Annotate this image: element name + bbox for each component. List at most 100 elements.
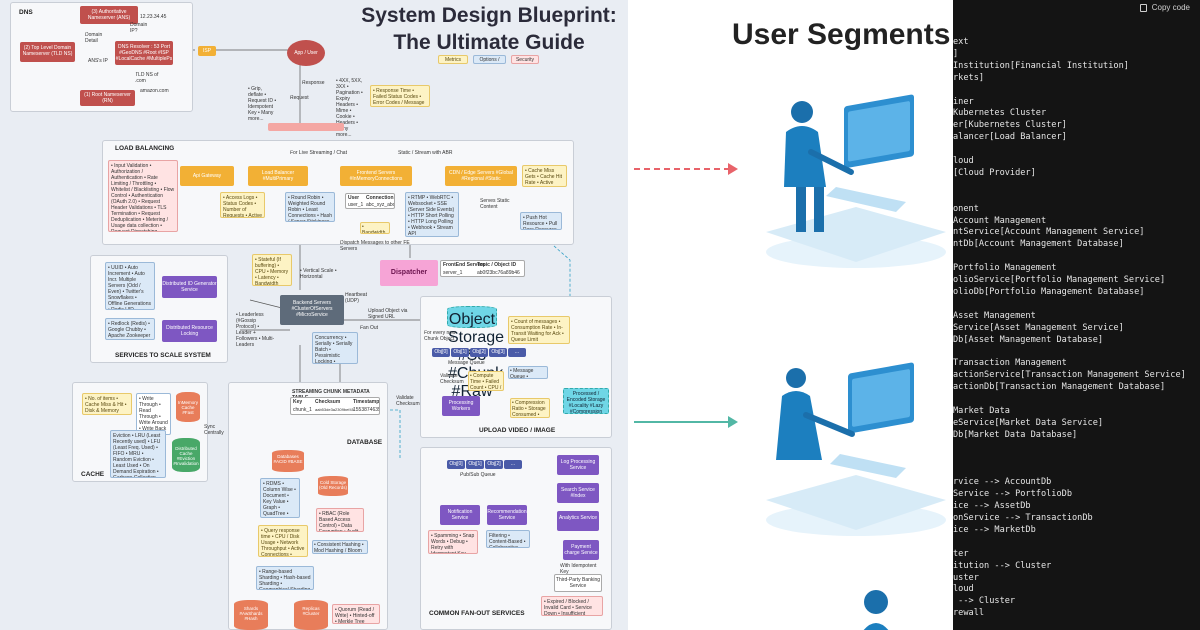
user-at-desk-illustration-2: [766, 362, 946, 536]
request-label: Request: [290, 95, 309, 101]
heartbeat-label: Heartbeat (UDP): [345, 292, 367, 304]
dispatch-label: Dispatch Messages to other FE Servers: [340, 240, 410, 252]
concurrency-list: Concurrency • Serially • Serially Batch …: [312, 332, 358, 364]
load-balancer-box: Load Balancer #MultiPrimary: [248, 166, 308, 186]
domain-ip-label: Domain IP?: [130, 22, 148, 34]
scale-services-label: SERVICES TO SCALE SYSTEM: [115, 352, 211, 359]
gateway-security-list: • Input Validation • Authorization / Aut…: [108, 160, 178, 232]
distributed-cache-db: Distributed Cache #Eviction #Invalidatio…: [172, 438, 200, 472]
dispatch-header-servers: FrontEnd Servers: [443, 262, 485, 268]
chunk-metadata-table: Key Checksum Timestamp chunk_1 aab53de3a…: [290, 397, 380, 415]
chunk-col-checksum: Checksum: [315, 399, 341, 405]
processing-stats: • Compression Ratio • Storage Consumed •…: [510, 398, 550, 418]
upload-label: UPLOAD VIDEO / IMAGE: [479, 427, 556, 434]
user-at-desk-illustration-1: [766, 94, 946, 268]
log-processing-box: Log Processing Service: [557, 455, 599, 475]
search-service-box: Search Service #Index: [557, 483, 599, 503]
upload-url-label: Upload Object via Signed URL: [368, 308, 408, 320]
dashed-arrow: [634, 168, 730, 170]
resource-lock-box: Distributed Resource Locking: [162, 320, 217, 342]
copy-code-button[interactable]: Copy code: [1139, 3, 1190, 12]
live-label: For Live Streaming / Chat: [290, 150, 347, 156]
chunk-cell-key: chunk_1: [293, 407, 312, 413]
main-database: Databases #ACID #BASE: [272, 450, 304, 472]
code-panel: Copy code ext]Institution[Financial Inst…: [953, 0, 1200, 630]
ip-label: 12.23.34.45: [140, 14, 167, 20]
code-line: alancer[Load Balancer]: [953, 132, 1067, 143]
every-chunk-label: For every new Chunk Object: [424, 330, 456, 342]
validate-label: Validate Checksum: [440, 373, 464, 385]
code-line: loud: [953, 156, 974, 166]
processing-workers-box: Processing Workers: [442, 396, 480, 416]
cache-label: CACHE: [81, 471, 105, 478]
root-ns-box: (1) Root Nameserver (RN): [80, 90, 135, 106]
legend-metrics: Metrics: [438, 55, 468, 64]
request-bar: [268, 123, 344, 131]
code-line: uster: [953, 572, 979, 583]
api-gateway-box: Api Gateway: [180, 166, 234, 186]
load-balancing-label: LOAD BALANCING: [115, 145, 175, 152]
code-line: [Cloud Provider]: [953, 167, 1036, 178]
scale-types: • Vertical Scale • Horizontal: [300, 268, 337, 280]
dispatch-table: FrontEnd Servers Topic / Object ID serve…: [440, 260, 525, 277]
conn-header-connection: Connection: [366, 195, 394, 201]
code-line: Account Management: [953, 215, 1047, 226]
code-line: actionService[Transaction Management Ser…: [953, 370, 1186, 381]
legend-options: Options / Algo: [473, 55, 506, 64]
code-line: Service[Asset Management Service]: [953, 322, 1124, 333]
recommendation-features: Filtering • Content-Based • Collaborativ…: [486, 530, 530, 548]
queue-cell: ...: [508, 348, 526, 357]
quorum-list: • Quorum (Read / Write) • Hinted-off • M…: [332, 604, 380, 624]
code-line: actionDb[Transaction Management Database…: [953, 382, 1166, 393]
database-label: DATABASE: [347, 439, 383, 446]
queue-cell: Obj[2]: [470, 348, 488, 357]
recommendation-service-box: Recommendation Service: [487, 505, 527, 525]
code-line: itution --> Cluster: [953, 560, 1052, 571]
pubsub-cell: Obj[2]: [485, 460, 503, 469]
dns-label: DNS: [19, 9, 33, 16]
database-section: DATABASE: [228, 382, 388, 630]
code-line: Service --> PortfolioDb: [953, 489, 1072, 500]
analytics-service-box: Analytics Service: [557, 511, 599, 531]
code-line: ice --> MarketDb: [953, 524, 1036, 535]
blueprint-title: System Design Blueprint: The Ultimate Gu…: [358, 2, 620, 56]
shards-db: Shards #AwShards #Hash: [234, 600, 268, 630]
chunk-col-timestamp: Timestamp: [353, 399, 380, 405]
code-line: Institution[Financial Institution]: [953, 60, 1129, 71]
code-line: iner: [953, 96, 974, 107]
pubsub-cell: Obj[1]: [466, 460, 484, 469]
cdn-box: CDN / Edge Servers #Global #Regional #St…: [445, 166, 517, 186]
code-line: rewall: [953, 608, 985, 619]
object-storage-db: Object Storage #S3 #Chunk #Raw: [447, 306, 504, 400]
code-line: eService[Market Data Service]: [953, 417, 1104, 428]
db-security-list: • RBAC (Role Based Access Control) • Dat…: [316, 508, 364, 532]
title-line-2: The Ultimate Guide: [393, 31, 585, 54]
dispatcher-box: Dispatcher: [380, 260, 438, 286]
code-line: Market Data: [953, 405, 1010, 416]
response-label: Response: [302, 80, 325, 86]
code-line: er[Kubernetes Cluster]: [953, 120, 1067, 131]
fanout-label: Fan Out: [360, 325, 379, 331]
replicas-db: Replicas #Cluster: [294, 600, 328, 630]
dispatch-cell-topic: ab0f23bc76a89b46: [477, 270, 520, 276]
lock-list: • Redlock (Redis) • Google Chubby • Apac…: [105, 318, 155, 340]
sharding-list: • Range-based Sharding • Hash-based Shar…: [256, 566, 314, 590]
hashing-list: • Consistent Hashing • Mod Hashing / Blo…: [312, 540, 368, 554]
db-types-list: • RDMS • Column Wise • Document • Key Va…: [260, 478, 300, 518]
code-line: --> Cluster: [953, 596, 1016, 607]
code-line: ntDb[Account Management Database]: [953, 239, 1124, 250]
code-line: loud: [953, 584, 974, 595]
code-line: Kubernetes Cluster: [953, 108, 1047, 119]
solid-arrow-head: [728, 416, 738, 428]
queue-types: • Message Queue • Pub/Sub Queue: [508, 366, 548, 379]
response-metrics: • Response Time • Failed Status Codes • …: [370, 85, 430, 107]
cold-storage-db: Cold Storage (Old Records): [318, 476, 348, 496]
ans-ip-label: ANS's IP: [88, 58, 108, 64]
user-segments-title: User Segments: [732, 18, 951, 51]
cache-metrics: • No. of items • Cache Miss & Hit • Disk…: [82, 393, 132, 415]
conn-cell-user: user_1: [348, 202, 364, 208]
idempotent-label: With Idempotent Key: [560, 563, 597, 575]
protocols-list: • RTMP • WebRTC • Websocket • SSE (Serve…: [405, 192, 459, 237]
user-segments-panel: User Segments: [628, 0, 953, 630]
code-line: rvice --> AccountDb: [953, 477, 1052, 488]
